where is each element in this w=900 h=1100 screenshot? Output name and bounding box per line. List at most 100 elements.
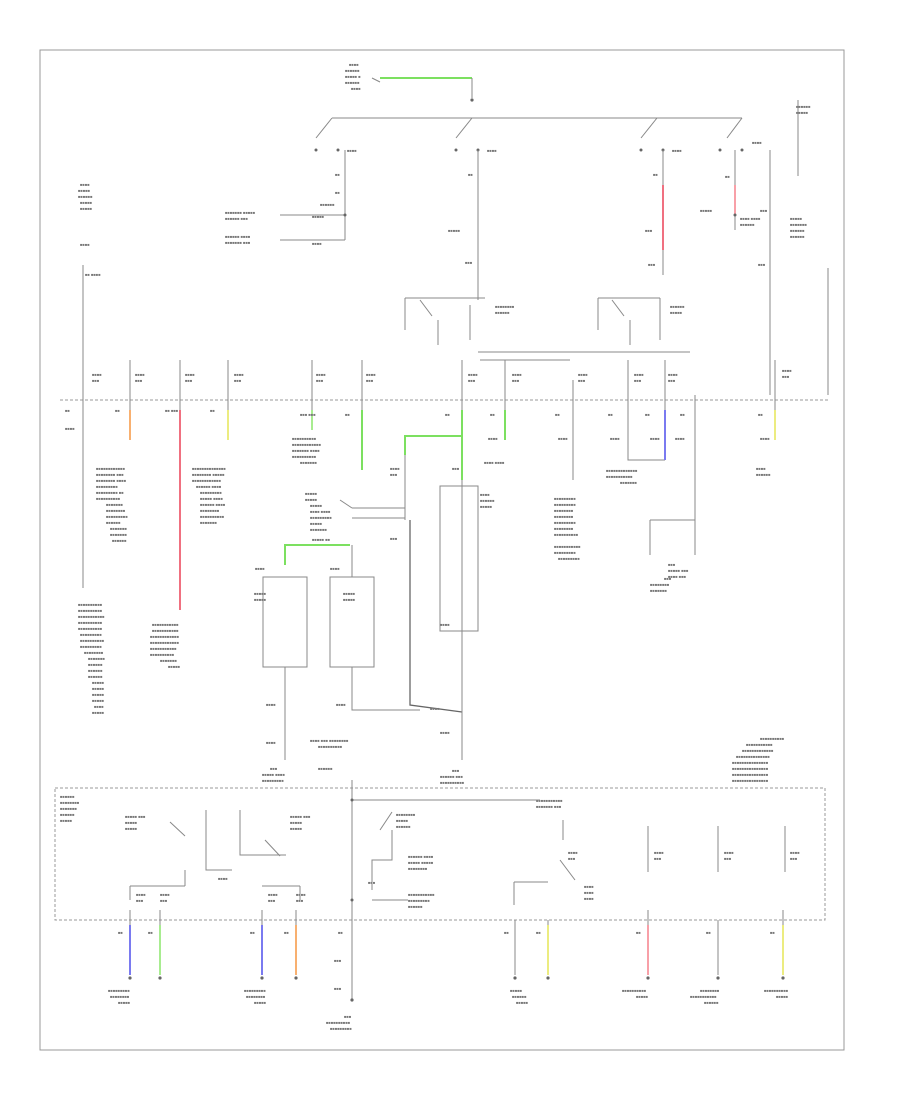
svg-text:■■■■: ■■■■ bbox=[255, 566, 265, 571]
svg-text:■■■■■■: ■■■■■■ bbox=[480, 498, 495, 503]
svg-text:■■■■■■: ■■■■■■ bbox=[88, 668, 103, 673]
svg-text:■■■■■■■■: ■■■■■■■■ bbox=[246, 994, 266, 999]
svg-text:■■■■■: ■■■■■ bbox=[254, 597, 267, 602]
svg-text:■■■■■■■■■■: ■■■■■■■■■■ bbox=[326, 1020, 351, 1025]
svg-text:■■■: ■■■ bbox=[512, 378, 520, 383]
svg-text:■■■■■■■■■■■: ■■■■■■■■■■■ bbox=[690, 994, 717, 999]
svg-text:■■■■■: ■■■■■ bbox=[92, 698, 105, 703]
svg-text:■■: ■■ bbox=[770, 930, 775, 935]
svg-text:■■■: ■■■ bbox=[724, 856, 732, 861]
svg-text:■■■: ■■■ bbox=[648, 262, 656, 267]
svg-text:■■: ■■ bbox=[680, 412, 685, 417]
svg-text:■■: ■■ bbox=[645, 412, 650, 417]
svg-text:■■■■■■■■■: ■■■■■■■■■ bbox=[554, 550, 576, 555]
svg-text:■■■■■■■■■■: ■■■■■■■■■■ bbox=[78, 620, 103, 625]
svg-text:■■■■■■: ■■■■■■ bbox=[704, 1000, 719, 1005]
svg-text:■■■■■■■ ■■■: ■■■■■■■ ■■■ bbox=[225, 240, 251, 245]
svg-text:■■■■: ■■■■ bbox=[480, 492, 490, 497]
svg-text:■■■■■■■■■■: ■■■■■■■■■■ bbox=[292, 454, 317, 459]
svg-text:■■■■■■■ ■■■■: ■■■■■■■ ■■■■ bbox=[292, 448, 320, 453]
svg-text:■■■: ■■■ bbox=[92, 378, 100, 383]
relay-left: ■■■■■■■■■■■■■■ bbox=[404, 297, 515, 345]
svg-text:■■■■: ■■■■ bbox=[185, 372, 195, 377]
svg-text:■■■■: ■■■■ bbox=[568, 850, 578, 855]
svg-text:■■■■■■■: ■■■■■■■ bbox=[110, 526, 127, 531]
svg-text:■■■: ■■■ bbox=[268, 898, 276, 903]
svg-text:■■■■■■: ■■■■■■ bbox=[495, 310, 510, 315]
svg-text:■■■■■■■■■: ■■■■■■■■■ bbox=[554, 502, 576, 507]
svg-text:■■: ■■ bbox=[536, 930, 541, 935]
svg-text:■■■■: ■■■■ bbox=[296, 892, 306, 897]
svg-text:■■■■: ■■■■ bbox=[650, 436, 660, 441]
svg-text:■■■■ ■■■ ■■■■■■■■: ■■■■ ■■■ ■■■■■■■■ bbox=[310, 738, 349, 743]
svg-text:■■■■■■■■: ■■■■■■■■ bbox=[700, 988, 720, 993]
svg-text:■■■■■■: ■■■■■■ bbox=[670, 304, 685, 309]
svg-text:■■■■■ ■■■■: ■■■■■ ■■■■ bbox=[262, 772, 285, 777]
svg-text:■■■■■■■■■■: ■■■■■■■■■■ bbox=[318, 744, 343, 749]
svg-text:■■: ■■ bbox=[148, 930, 153, 935]
svg-text:■■■■■: ■■■■■ bbox=[254, 1000, 267, 1005]
svg-text:■■■■■■■: ■■■■■■■ bbox=[88, 656, 105, 661]
svg-text:■■■■■: ■■■■■ bbox=[510, 988, 523, 993]
svg-text:■■■■: ■■■■ bbox=[366, 372, 376, 377]
svg-text:■■■■: ■■■■ bbox=[92, 372, 102, 377]
svg-text:■■■■■■■■■■: ■■■■■■■■■■ bbox=[622, 988, 647, 993]
svg-text:■■■■■: ■■■■■ bbox=[670, 310, 683, 315]
svg-text:■■■ ■■■: ■■■ ■■■ bbox=[300, 412, 316, 417]
svg-text:■■■■: ■■■■ bbox=[312, 241, 322, 246]
svg-text:■■■■■: ■■■■■ bbox=[168, 664, 181, 669]
svg-text:■■■■■■■■■■■■: ■■■■■■■■■■■■ bbox=[292, 442, 322, 447]
svg-text:■■■■■■: ■■■■■■ bbox=[60, 794, 75, 799]
svg-text:■■■■■■■■■■■: ■■■■■■■■■■■ bbox=[536, 798, 563, 803]
svg-text:■■■■■■: ■■■■■■ bbox=[318, 766, 333, 771]
center-branch: ■■■■■■■ ■■■ bbox=[448, 150, 479, 300]
svg-text:■■■: ■■■ bbox=[334, 958, 342, 963]
svg-text:■■■: ■■■ bbox=[790, 856, 798, 861]
svg-text:■■■■■■■■: ■■■■■■■■ bbox=[110, 994, 130, 999]
svg-text:■■■■: ■■■■ bbox=[672, 148, 682, 153]
ignition-switch: ■■■■■■■■■■ ■■■■■ ■■■■■■■ ■■■■ bbox=[345, 62, 474, 102]
svg-text:■■■■■: ■■■■■ bbox=[60, 818, 73, 823]
svg-text:■■■■■■ ■■■■: ■■■■■■ ■■■■ bbox=[225, 234, 251, 239]
relay-right: ■■■■■■■■■■■ bbox=[597, 297, 685, 345]
svg-text:■■■■■: ■■■■■ bbox=[516, 1000, 529, 1005]
svg-text:■■■: ■■■ bbox=[654, 856, 662, 861]
svg-text:■■■■: ■■■■ bbox=[430, 706, 440, 711]
svg-text:■■■■■■■: ■■■■■■■ bbox=[106, 502, 123, 507]
svg-text:■■■■■: ■■■■■ bbox=[790, 216, 803, 221]
svg-text:■■■■■■■■: ■■■■■■■■ bbox=[495, 304, 515, 309]
svg-text:■■■■■■: ■■■■■■ bbox=[106, 520, 121, 525]
svg-text:■■■■■■■■■■■■: ■■■■■■■■■■■■ bbox=[150, 634, 180, 639]
svg-text:■■■■■■■■■: ■■■■■■■■■ bbox=[244, 988, 266, 993]
svg-text:■■■■■■: ■■■■■■ bbox=[408, 904, 423, 909]
svg-text:■■■■■■■■■■■■: ■■■■■■■■■■■■ bbox=[96, 466, 126, 471]
svg-text:■■■■■■■■■■■: ■■■■■■■■■■■ bbox=[554, 544, 581, 549]
svg-text:■■■■■■■■■■: ■■■■■■■■■■ bbox=[554, 532, 579, 537]
svg-text:■■■■■: ■■■■■ bbox=[305, 491, 318, 496]
svg-text:■■■■■■■: ■■■■■■■ bbox=[300, 460, 317, 465]
svg-text:■■■■■■: ■■■■■■ bbox=[796, 104, 811, 109]
svg-text:■■■■: ■■■■ bbox=[390, 466, 400, 471]
svg-text:■■■■■■: ■■■■■■ bbox=[88, 674, 103, 679]
svg-text:■■■■■■■■■■: ■■■■■■■■■■ bbox=[78, 608, 103, 613]
svg-text:■■■■: ■■■■ bbox=[160, 892, 170, 897]
svg-text:■■■■■■: ■■■■■■ bbox=[60, 812, 75, 817]
svg-text:■■■■■■: ■■■■■■ bbox=[78, 194, 93, 199]
svg-text:■■■: ■■■ bbox=[390, 536, 398, 541]
svg-text:■■■■■: ■■■■■ bbox=[92, 692, 105, 697]
top-switch-bus: ■■■■■■■■ ■■■■■■■■ bbox=[314, 117, 762, 153]
svg-text:■■■■■■■ ■■■■■: ■■■■■■■ ■■■■■ bbox=[225, 210, 256, 215]
svg-text:■■■■■■■■■: ■■■■■■■■■ bbox=[80, 632, 102, 637]
svg-text:■■■■■■■■: ■■■■■■■■ bbox=[60, 800, 80, 805]
svg-text:■■■■■: ■■■■■ bbox=[776, 994, 789, 999]
svg-text:■■■: ■■■ bbox=[185, 378, 193, 383]
svg-text:■■■■■ ■■■: ■■■■■ ■■■ bbox=[125, 814, 146, 819]
svg-text:■■■■: ■■■■ bbox=[268, 892, 278, 897]
svg-text:■■■■: ■■■■ bbox=[336, 702, 346, 707]
svg-text:■■■■: ■■■■ bbox=[634, 372, 644, 377]
svg-text:■■■■■■■■ ■■■: ■■■■■■■■ ■■■ bbox=[96, 472, 124, 477]
svg-text:■■■■■: ■■■■■ bbox=[310, 521, 323, 526]
svg-text:■■■: ■■■ bbox=[758, 262, 766, 267]
svg-text:■■■■■: ■■■■■ bbox=[78, 188, 91, 193]
svg-text:■■■■■■: ■■■■■■ bbox=[88, 662, 103, 667]
